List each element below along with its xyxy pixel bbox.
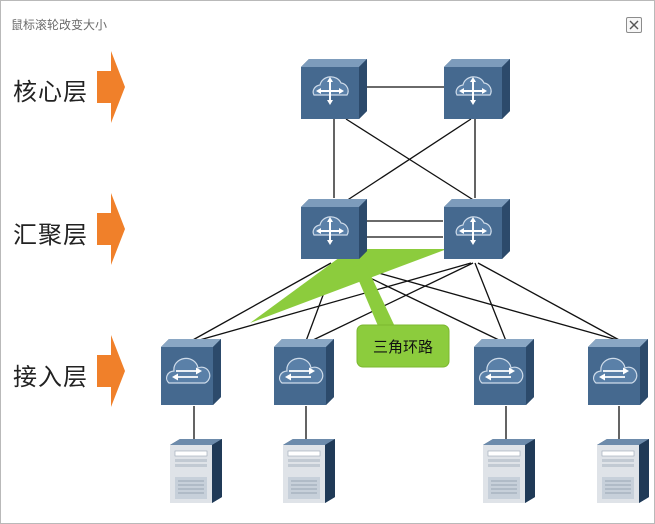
server-3: [482, 438, 536, 504]
network-links: [190, 86, 622, 441]
access-switch-1: [160, 338, 222, 406]
close-icon: [629, 20, 639, 30]
link-agg2-acc3: [474, 262, 507, 342]
layer-arrow-aggregation: [97, 193, 125, 265]
triangle-loop-highlight: 三角环路: [250, 249, 450, 368]
layer-label-access: 接入层: [13, 363, 88, 391]
aggregation-router-1: [300, 198, 368, 260]
link-agg1-acc4: [342, 262, 622, 342]
link-agg2-acc2: [310, 262, 474, 342]
server-4: [596, 438, 650, 504]
aggregation-router-2: [443, 198, 511, 260]
access-switch-3: [473, 338, 535, 406]
access-switch-2: [273, 338, 335, 406]
core-router-1: [300, 58, 368, 120]
layer-label-core: 核心层: [13, 78, 88, 106]
callout-label: 三角环路: [373, 338, 433, 356]
title-bar: 鼠标滚轮改变大小: [1, 1, 654, 35]
layer-arrow-core: [97, 51, 125, 123]
link-agg1-acc1: [190, 262, 332, 342]
core-router-2: [443, 58, 511, 120]
server-1: [169, 438, 223, 504]
link-agg2-acc4: [477, 262, 622, 342]
link-core2-agg1: [345, 118, 472, 202]
layer-arrow-access: [97, 335, 125, 407]
link-agg2-acc1: [195, 262, 472, 342]
window-title: 鼠标滚轮改变大小: [11, 18, 108, 32]
callout-box: [356, 324, 450, 368]
layer-label-aggregation: 汇聚层: [13, 221, 88, 249]
close-button[interactable]: [626, 17, 642, 33]
server-2: [282, 438, 336, 504]
access-switch-4: [587, 338, 649, 406]
link-core1-agg2: [345, 118, 476, 202]
